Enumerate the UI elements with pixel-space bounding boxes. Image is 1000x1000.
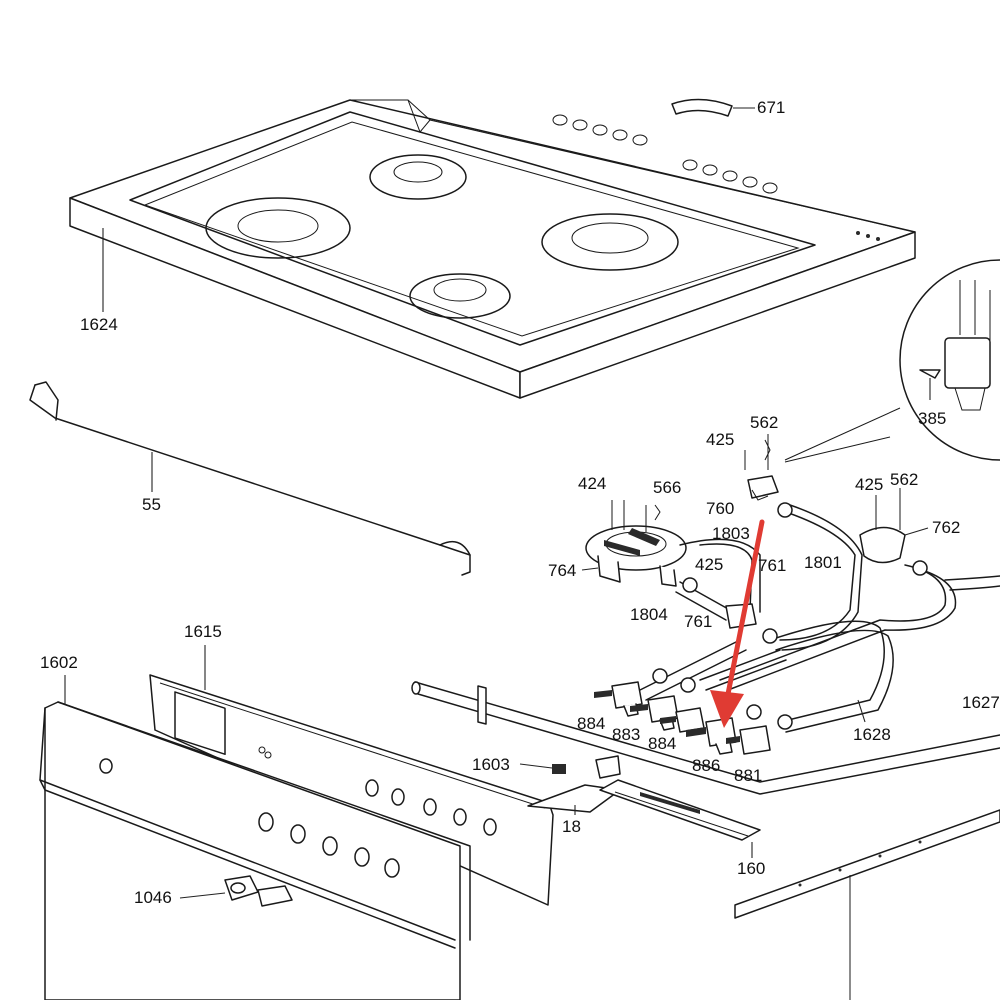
label-884-right: 884 xyxy=(648,734,676,753)
label-761-top: 761 xyxy=(758,556,786,575)
label-762: 762 xyxy=(932,518,960,537)
label-425-mid: 425 xyxy=(695,555,723,574)
valve-883 xyxy=(630,695,679,731)
burner-well-left xyxy=(205,197,351,259)
label-883: 883 xyxy=(612,725,640,744)
valve-row: 884 883 884 886 881 xyxy=(577,681,771,785)
label-761-bottom: 761 xyxy=(684,612,712,631)
gas-tubing: 1803 1801 425 761 1804 761 1628 xyxy=(630,502,1000,744)
detail-inset: 385 xyxy=(784,259,1000,463)
panel-1602-holes xyxy=(99,758,400,878)
label-881: 881 xyxy=(734,766,762,785)
label-886: 886 xyxy=(692,756,720,775)
burner-base-764: 424 566 764 xyxy=(548,474,687,587)
label-566: 566 xyxy=(653,478,681,497)
knob-holes-row-1 xyxy=(552,114,648,146)
ignition-assembly-762: 425 562 762 xyxy=(855,470,960,564)
label-1804: 1804 xyxy=(630,605,668,624)
ignition-assembly-760: 425 562 760 xyxy=(706,413,779,518)
label-1046: 1046 xyxy=(134,888,172,907)
part-671-bezel: 671 xyxy=(671,98,785,117)
label-160: 160 xyxy=(737,859,765,878)
burner-well-rear xyxy=(369,154,467,200)
label-562-right: 562 xyxy=(890,470,918,489)
cooktop-assembly xyxy=(69,99,916,399)
label-1628: 1628 xyxy=(853,725,891,744)
label-1624: 1624 xyxy=(80,315,118,334)
panel-1602: 1602 xyxy=(39,653,471,1000)
label-385: 385 xyxy=(918,409,946,428)
label-1602: 1602 xyxy=(40,653,78,672)
part-18-bracket: 18 xyxy=(527,755,621,836)
label-18: 18 xyxy=(562,817,581,836)
gas-manifold: 1627 xyxy=(411,681,1000,795)
valve-884-right xyxy=(660,707,705,733)
panel-1615-holes xyxy=(365,779,497,836)
label-884-left: 884 xyxy=(577,714,605,733)
label-424: 424 xyxy=(578,474,606,493)
part-55-support-rod: 55 xyxy=(29,381,471,576)
part-1603-clip: 1603 xyxy=(472,755,566,774)
label-425-right: 425 xyxy=(855,475,883,494)
highlight-arrow xyxy=(710,519,765,728)
frame-rail-bottom-right xyxy=(734,809,1000,1000)
label-760: 760 xyxy=(706,499,734,518)
valve-881 xyxy=(726,725,771,755)
label-1615: 1615 xyxy=(184,622,222,641)
label-1603: 1603 xyxy=(472,755,510,774)
burner-well-right xyxy=(541,213,679,271)
label-1627: 1627 xyxy=(962,693,1000,712)
label-671: 671 xyxy=(757,98,785,117)
label-1801: 1801 xyxy=(804,553,842,572)
knob-holes-row-2 xyxy=(682,159,778,194)
label-55: 55 xyxy=(142,495,161,514)
part-1046: 1046 xyxy=(134,875,293,907)
label-764: 764 xyxy=(548,561,576,580)
label-425-top: 425 xyxy=(706,430,734,449)
label-1803: 1803 xyxy=(712,524,750,543)
part-160-rail: 160 xyxy=(599,779,765,878)
burner-well-front xyxy=(409,273,511,319)
label-562-top: 562 xyxy=(750,413,778,432)
